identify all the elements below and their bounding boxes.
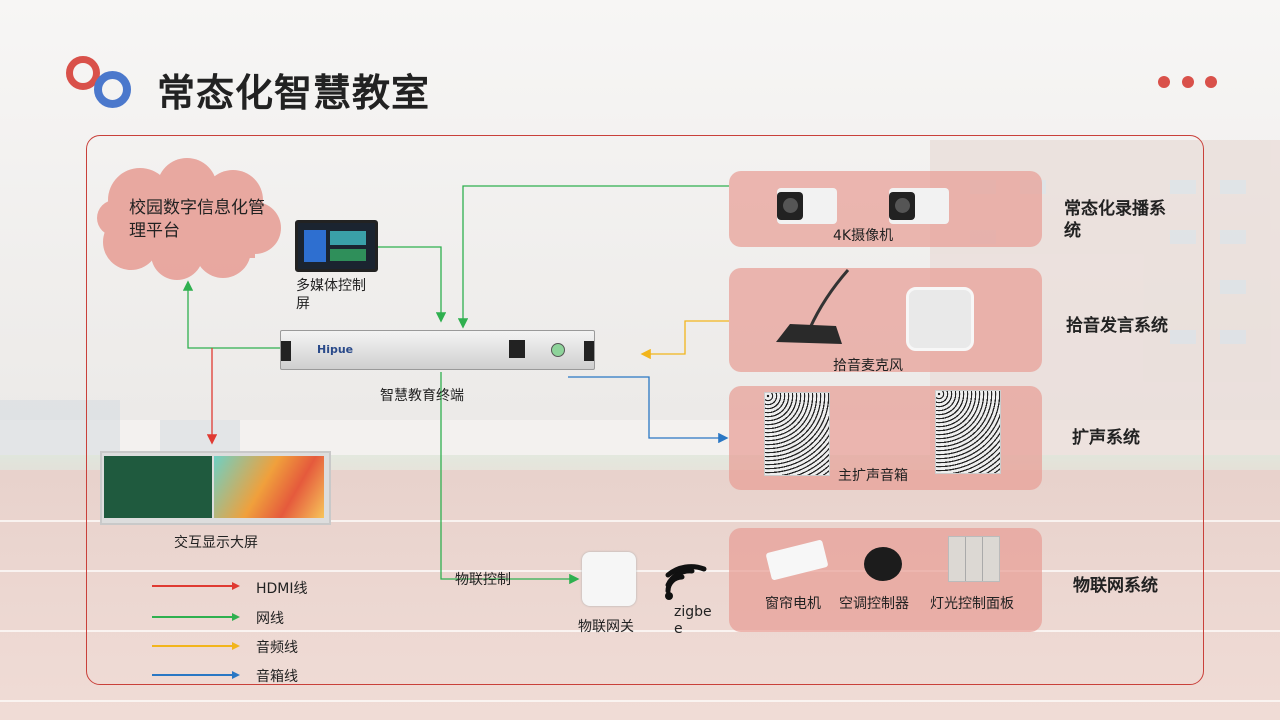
legend-line-network <box>152 616 234 618</box>
microphone-device <box>776 269 850 344</box>
ac-label: 空调控制器 <box>839 596 909 612</box>
legend-arrow-icon <box>232 642 240 650</box>
cloud-shape <box>97 158 281 280</box>
header-dot <box>1158 76 1170 88</box>
diagram-frame <box>86 135 1204 685</box>
ac-controller-device <box>864 547 902 581</box>
terminal-label: 智慧教育终端 <box>380 388 464 404</box>
system-name-amplification: 扩声系统 <box>1072 428 1140 448</box>
speaker-device <box>764 392 830 476</box>
legend-line-audio <box>152 645 234 647</box>
control-screen-label: 多媒体控制屏 <box>296 278 366 312</box>
terminal-brand: Hipue <box>317 343 354 356</box>
legend-label-network: 网线 <box>256 611 284 627</box>
legend-line-hdmi <box>152 585 234 587</box>
wireless-icon <box>665 564 707 600</box>
legend-arrow-icon <box>232 613 240 621</box>
camera-device <box>889 188 949 224</box>
iot-gateway-device <box>582 552 636 606</box>
curtain-label: 窗帘电机 <box>765 596 821 612</box>
legend-label-audio: 音频线 <box>256 640 298 656</box>
camera-label: 4K摄像机 <box>833 228 894 244</box>
gateway-link-label: 物联控制 <box>455 572 511 588</box>
gateway-label: 物联网关 <box>578 619 634 635</box>
audio-pickup-system-box <box>729 268 1042 372</box>
legend-line-speaker <box>152 674 234 676</box>
logo-red-ring <box>66 56 100 90</box>
legend-label-speaker: 音箱线 <box>256 669 298 685</box>
interactive-display-device <box>100 451 331 525</box>
system-name-recording: 常态化录播系统 <box>1064 199 1166 241</box>
legend-arrow-icon <box>232 671 240 679</box>
system-name-iot: 物联网系统 <box>1073 576 1158 596</box>
page-title: 常态化智慧教室 <box>157 71 431 115</box>
system-name-audio-pickup: 拾音发言系统 <box>1066 316 1168 336</box>
speaker-label: 主扩声音箱 <box>838 468 908 484</box>
ceiling-mic-device <box>906 287 974 351</box>
header-dot <box>1182 76 1194 88</box>
display-label: 交互显示大屏 <box>174 535 258 551</box>
zigbee-label: zigbee <box>674 604 712 637</box>
legend-label-hdmi: HDMI线 <box>256 581 308 597</box>
light-label: 灯光控制面板 <box>930 596 1014 612</box>
header-dot <box>1205 76 1217 88</box>
camera-device <box>777 188 837 224</box>
light-panel-device <box>948 536 1000 582</box>
legend-arrow-icon <box>232 582 240 590</box>
control-screen-device <box>295 220 378 272</box>
mic-label: 拾音麦克风 <box>833 358 903 374</box>
speaker-device <box>935 390 1001 474</box>
logo-blue-ring <box>94 71 131 108</box>
cloud-label: 校园数字信息化管理平台 <box>129 198 265 241</box>
education-terminal-device: Hipue <box>280 330 595 370</box>
